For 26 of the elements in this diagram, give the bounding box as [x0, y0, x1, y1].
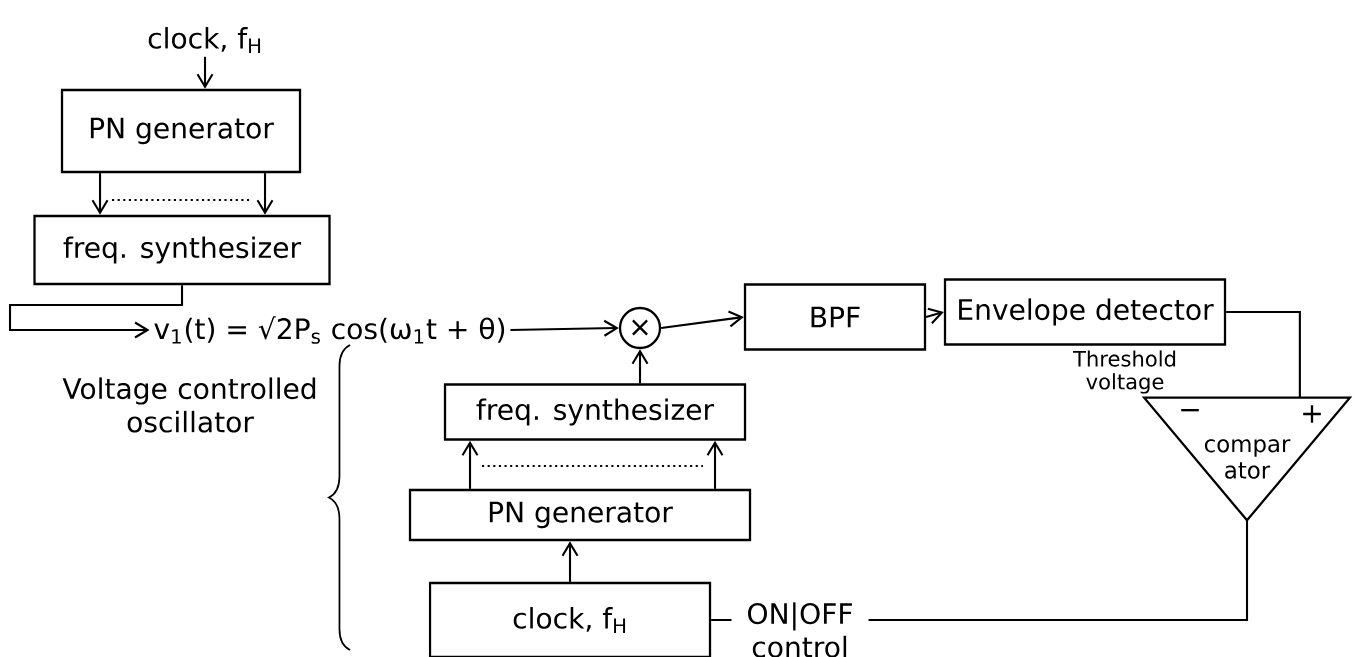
- arrow: [196, 56, 214, 89]
- connector-line: [1226, 310, 1301, 398]
- arrow: [561, 541, 579, 582]
- arrow: [91, 173, 109, 215]
- block-box: clock, f$_{H}$: [428, 581, 712, 657]
- arrow: [925, 307, 944, 324]
- block-box: PN generator: [60, 88, 302, 174]
- block-box: PN generator: [408, 488, 752, 542]
- block-box: BPF: [743, 283, 927, 351]
- edge-label: ON|OFF control: [731, 598, 869, 657]
- arrow: [461, 440, 479, 489]
- input-label: clock, f$_{H}$: [148, 27, 261, 53]
- arrow: [510, 319, 619, 337]
- block-box: Envelope detector: [943, 278, 1227, 346]
- annotation-text: Voltage controlled oscillator: [62, 377, 316, 433]
- arrow: [8, 285, 184, 339]
- block-box: freq. synthesizer: [33, 214, 331, 286]
- arrow: [631, 349, 649, 384]
- arrow: [256, 173, 274, 215]
- arrow: [661, 310, 744, 330]
- block-box: freq. synthesizer: [443, 383, 747, 441]
- polarity-sign: +: [1303, 405, 1321, 423]
- signal-formula: v$_{1}$(t) = √2P$_{s}$ cos(ω$_{1}$t + θ): [154, 316, 505, 344]
- polarity-sign: −: [1181, 409, 1199, 412]
- arrow: [706, 440, 724, 489]
- annotation-text: Threshold voltage: [1073, 350, 1176, 394]
